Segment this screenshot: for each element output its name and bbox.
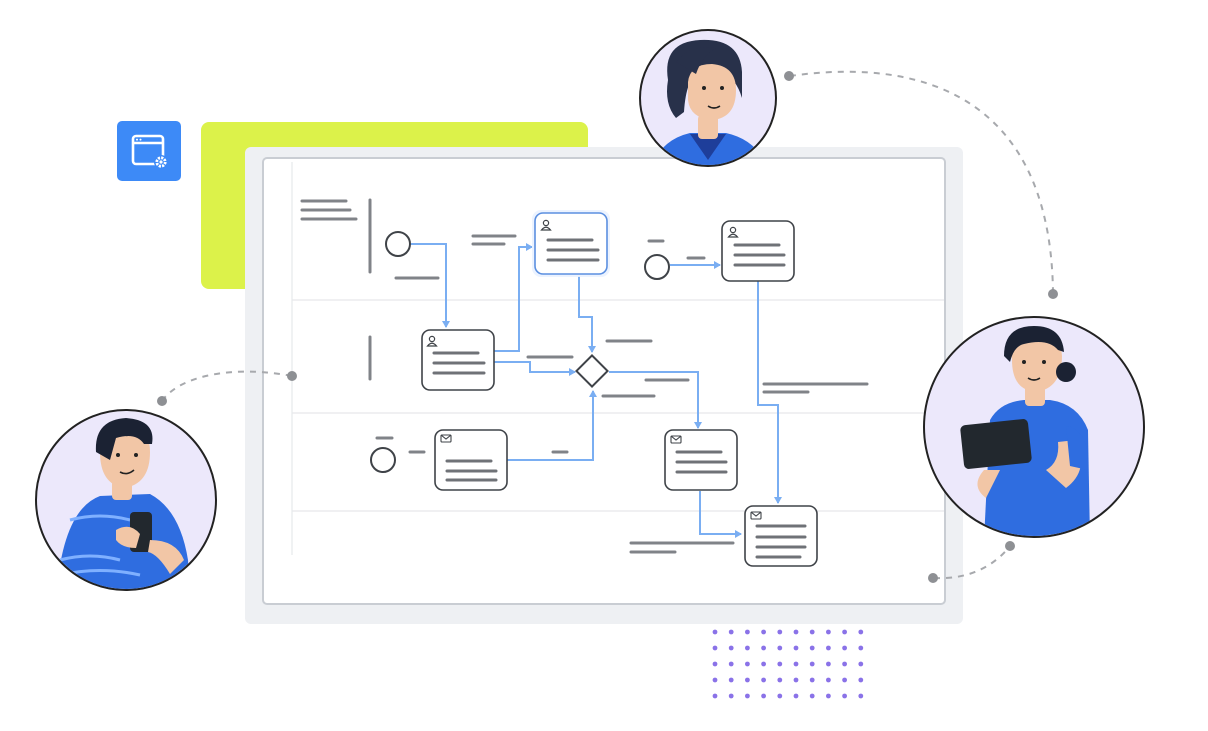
pattern-dot	[745, 645, 750, 651]
start-event-3[interactable]	[370, 447, 396, 473]
pattern-dot	[728, 629, 734, 635]
pattern-dot	[728, 677, 734, 683]
pattern-dot	[842, 661, 847, 667]
pattern-dot	[777, 645, 783, 651]
task-message-3[interactable]	[744, 505, 818, 567]
user-icon	[426, 335, 438, 347]
pattern-dot	[826, 629, 831, 635]
dot-pattern	[712, 629, 864, 699]
pattern-dot	[858, 693, 864, 699]
pattern-dot	[777, 677, 783, 683]
pattern-dot	[793, 629, 799, 635]
pattern-dot	[712, 693, 718, 699]
user-icon	[727, 226, 739, 238]
window-settings-glyph	[131, 134, 168, 169]
pattern-dot	[777, 661, 783, 667]
pattern-dot	[842, 693, 847, 699]
user-icon	[540, 219, 552, 231]
pattern-dot	[712, 661, 718, 667]
pattern-dot	[712, 677, 718, 683]
pattern-dot	[761, 661, 766, 667]
pattern-dot	[793, 693, 799, 699]
window-settings-icon[interactable]	[117, 121, 181, 181]
pattern-dot	[777, 693, 783, 699]
task-user-2[interactable]	[721, 220, 795, 282]
start-event-1[interactable]	[385, 231, 411, 257]
pattern-dot	[712, 629, 718, 635]
pattern-dot	[728, 645, 734, 651]
pattern-dot	[761, 629, 766, 635]
pattern-dot	[793, 645, 799, 651]
pattern-dot	[745, 661, 750, 667]
pattern-dot	[761, 677, 766, 683]
swimlane-dividers	[291, 162, 944, 555]
pattern-dot	[826, 645, 831, 651]
pattern-dot	[809, 661, 815, 667]
gateway-diamond[interactable]	[575, 354, 609, 388]
skeleton-labels	[300, 198, 869, 554]
pattern-dot	[728, 661, 734, 667]
pattern-dot	[728, 693, 734, 699]
task-message-1[interactable]	[434, 429, 508, 491]
envelope-icon	[750, 511, 762, 520]
pattern-dot	[858, 645, 864, 651]
avatar-man-phone[interactable]	[35, 409, 217, 600]
pattern-dot	[858, 661, 864, 667]
pattern-dot	[777, 629, 783, 635]
pattern-dot	[842, 629, 847, 635]
avatar-woman-tablet[interactable]	[923, 316, 1145, 540]
pattern-dot	[793, 661, 799, 667]
pattern-dot	[809, 693, 815, 699]
pattern-dot	[826, 677, 831, 683]
task-user-1[interactable]	[532, 210, 610, 277]
pattern-dot	[761, 645, 766, 651]
pattern-dot	[745, 629, 750, 635]
start-event-2[interactable]	[644, 254, 670, 280]
pattern-dot	[858, 629, 864, 635]
pattern-dot	[809, 677, 815, 683]
pattern-dot	[745, 693, 750, 699]
pattern-dot	[842, 677, 847, 683]
pattern-dot	[826, 693, 831, 699]
envelope-icon	[670, 435, 682, 444]
start-events	[370, 231, 670, 473]
pattern-dot	[761, 693, 766, 699]
task-message-2[interactable]	[664, 429, 738, 491]
task-user-3[interactable]	[421, 329, 495, 391]
envelope-icon	[440, 434, 452, 443]
pattern-dot	[842, 645, 847, 651]
pattern-dot	[809, 645, 815, 651]
pattern-dot	[745, 677, 750, 683]
pattern-dot	[793, 677, 799, 683]
pattern-dot	[712, 645, 718, 651]
sequence-flows	[410, 243, 782, 538]
pattern-dot	[826, 661, 831, 667]
pattern-dot	[809, 629, 815, 635]
pattern-dot	[858, 677, 864, 683]
link-dots	[157, 71, 1058, 583]
